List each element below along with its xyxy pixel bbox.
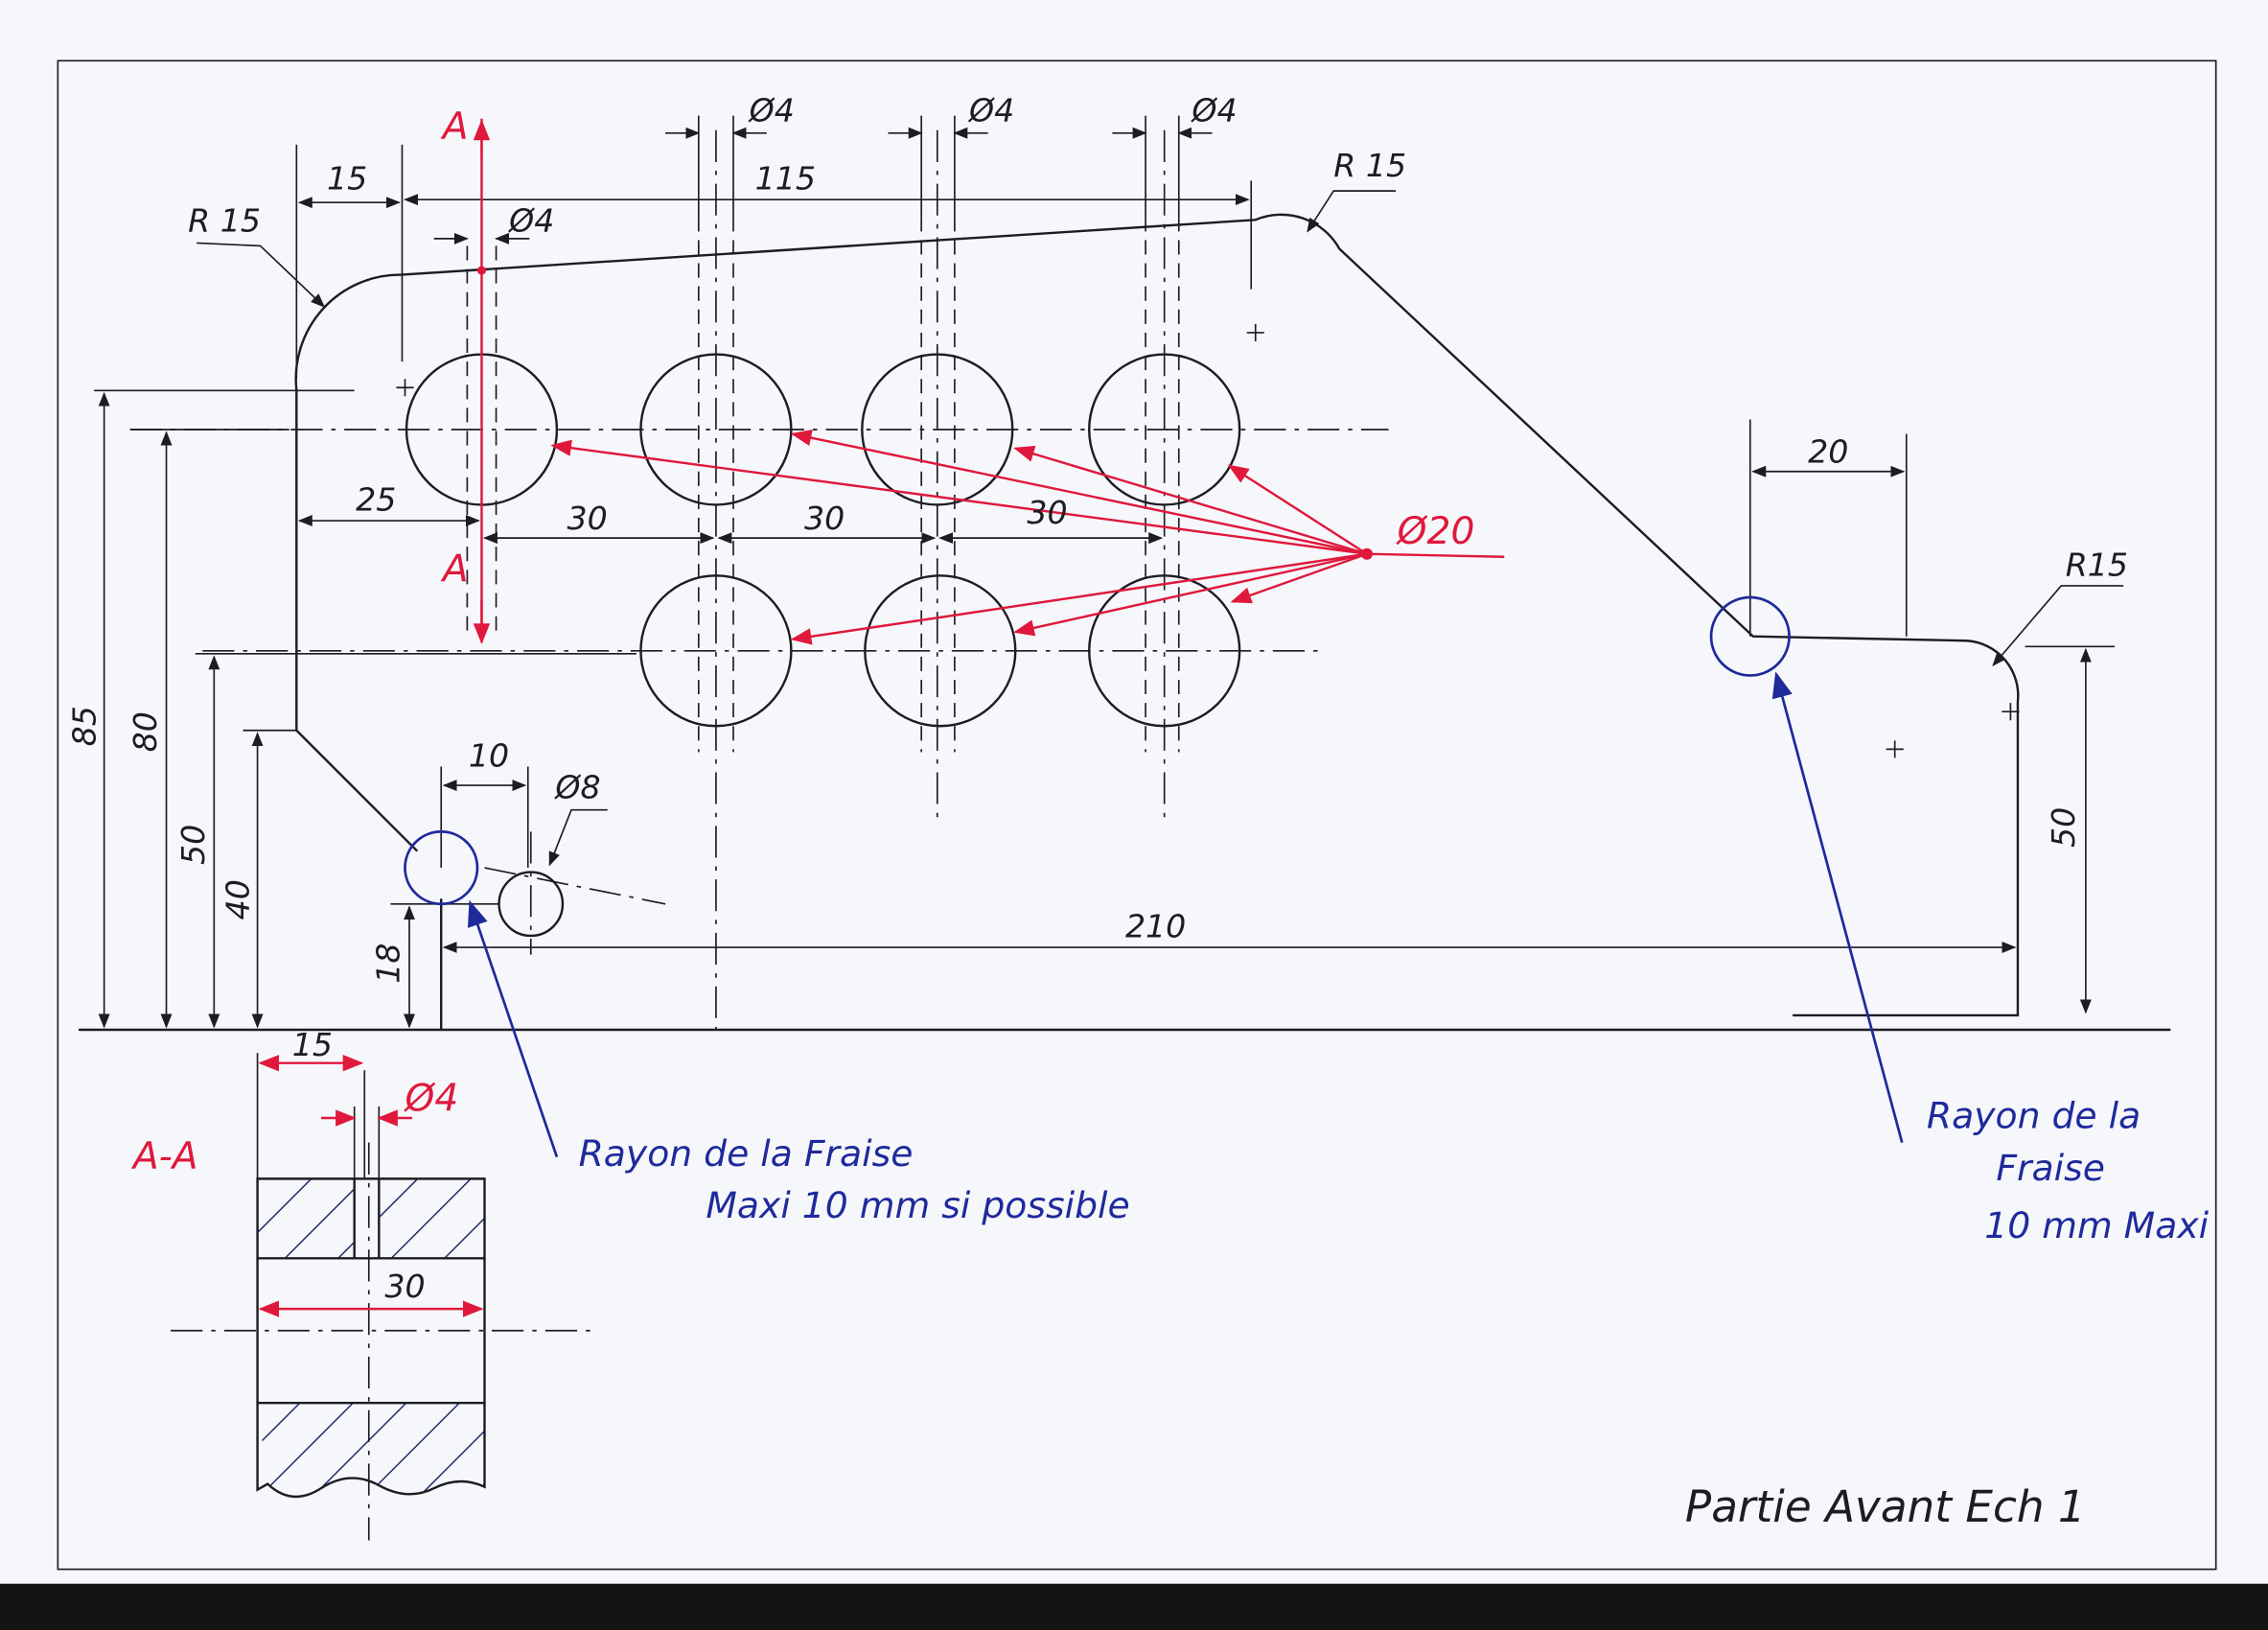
hole-d8: [498, 871, 565, 938]
section-plane-a: [473, 118, 491, 644]
note-right-line3: 10 mm Maxi: [1984, 1204, 2209, 1246]
dim-50-right: 50: [2045, 807, 2082, 848]
d20-leaders: [550, 430, 1505, 645]
leaders: [197, 190, 2124, 867]
centre-marks: [396, 323, 2020, 758]
dim-dia4-left: Ø4: [507, 201, 554, 239]
dim-30-2: 30: [804, 500, 845, 537]
dim-18: 18: [369, 943, 406, 984]
note-right-line1: Rayon de la: [1927, 1095, 2141, 1137]
note-left-line2: Maxi 10 mm si possible: [706, 1184, 1129, 1226]
cutter-circle-right: [1709, 595, 1791, 677]
dim-50-left: 50: [174, 825, 212, 865]
hole-row1-3: [861, 353, 1014, 506]
drawing-frame: [57, 59, 2217, 1571]
title-block-label: Partie Avant Ech 1: [1685, 1481, 2086, 1532]
dim-dia20: Ø20: [1396, 510, 1475, 553]
section-title-aa: A-A: [130, 1135, 198, 1178]
holes-d20: [405, 353, 1241, 728]
part-outline-lower-left: [295, 729, 443, 1032]
dim-dia4-top-3: Ø4: [1190, 92, 1237, 129]
hole-row1-4: [1088, 353, 1241, 506]
dim-10: 10: [469, 736, 509, 774]
section-view-aa: [171, 1053, 593, 1541]
dim-dia8: Ø8: [553, 769, 600, 806]
dim-85: 85: [66, 706, 104, 746]
section-mark-a-bottom: A: [440, 547, 469, 591]
dim-30-1: 30: [567, 500, 607, 537]
dim-r15-top-right: R 15: [1333, 147, 1406, 184]
hole-row1-2: [639, 353, 793, 506]
dim-dia4-top-2: Ø4: [967, 92, 1014, 129]
note-right-line2: Fraise: [1996, 1147, 2105, 1189]
drill-d4-lines: [466, 217, 1180, 753]
scanner-edge: [0, 1583, 2268, 1630]
cutter-circle-left: [404, 829, 479, 906]
paper-sheet: [0, 0, 2268, 1584]
section-dim-dia4: Ø4: [403, 1077, 458, 1120]
dim-r15-right: R15: [2066, 546, 2128, 583]
dim-25: 25: [356, 480, 396, 518]
note-left-line1: Rayon de la Fraise: [579, 1132, 914, 1175]
cutter-radius-markers: [404, 595, 1904, 1158]
dim-15-top: 15: [327, 160, 367, 198]
dim-210: 210: [1125, 907, 1186, 944]
section-mark-a-top: A: [440, 105, 469, 149]
dim-dia4-top-1: Ø4: [748, 92, 795, 129]
dim-115: 115: [755, 160, 816, 198]
dim-40: 40: [220, 879, 257, 920]
dim-30-3: 30: [1027, 494, 1067, 531]
hole-row2-2: [864, 574, 1017, 728]
dim-20: 20: [1808, 433, 1848, 471]
hole-row2-1: [639, 574, 793, 728]
dim-r15-top-left: R 15: [188, 201, 261, 239]
hole-row2-3: [1088, 574, 1241, 728]
section-dim-15: 15: [292, 1026, 333, 1063]
section-dim-30: 30: [384, 1268, 425, 1305]
dim-80: 80: [127, 711, 164, 752]
dimension-lines: [98, 127, 2092, 1029]
